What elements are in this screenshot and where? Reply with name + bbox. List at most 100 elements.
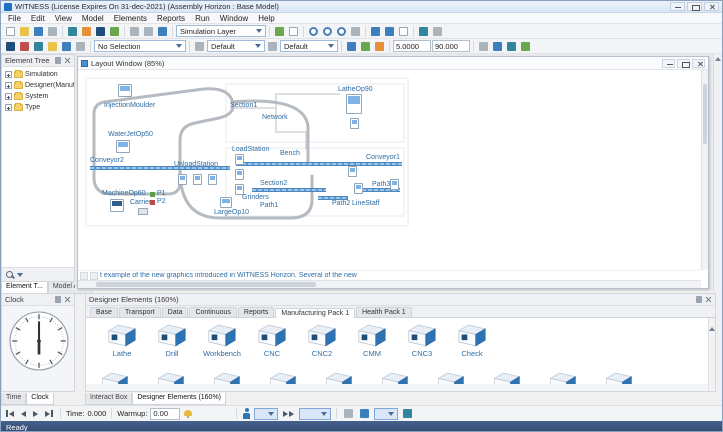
align-icon[interactable]: [345, 40, 358, 53]
tab-base[interactable]: Base: [90, 307, 118, 317]
tab-designer-elements[interactable]: Designer Elements (160%): [132, 393, 226, 405]
load-station-machine[interactable]: [235, 154, 244, 165]
caption-search-icon[interactable]: [80, 272, 88, 280]
designer-item-check[interactable]: Check: [450, 321, 494, 368]
print-icon[interactable]: [46, 25, 59, 38]
warmup-field[interactable]: [150, 408, 180, 420]
run-mode-select[interactable]: [299, 408, 331, 420]
menu-window[interactable]: Window: [215, 14, 253, 23]
machine-label[interactable]: MachineOp60: [102, 190, 146, 198]
machine-label[interactable]: Carrier: [130, 199, 151, 207]
rotate-icon[interactable]: [359, 40, 372, 53]
layout-canvas[interactable]: InjectionMoulder Section1 Network LatheO…: [78, 70, 701, 270]
selection-select[interactable]: No Selection: [94, 40, 186, 52]
search-icon[interactable]: [6, 271, 13, 278]
machine-label[interactable]: Path2: [332, 200, 350, 208]
machine-tool-icon[interactable]: [4, 40, 17, 53]
unload-station-machine[interactable]: [208, 174, 217, 185]
designer-item-icon[interactable]: [156, 369, 186, 384]
designer-item-icon[interactable]: [380, 369, 410, 384]
menu-model[interactable]: Model: [77, 14, 109, 23]
expand-icon[interactable]: [5, 82, 12, 89]
tab-clock[interactable]: Clock: [26, 393, 54, 405]
station-machine[interactable]: [235, 169, 244, 180]
conveyor1[interactable]: [236, 162, 402, 166]
tab-interact-box[interactable]: Interact Box: [85, 393, 132, 405]
tab-continuous[interactable]: Continuous: [189, 307, 236, 317]
zoom-in-icon[interactable]: [307, 25, 320, 38]
tree-item-system[interactable]: System: [2, 91, 74, 102]
designer-item-icon[interactable]: [100, 369, 130, 384]
properties-icon[interactable]: [505, 40, 518, 53]
waterjet-op50-machine[interactable]: [116, 140, 130, 153]
save-model-icon[interactable]: [32, 25, 45, 38]
layout-hscrollbar[interactable]: [78, 280, 701, 288]
menu-view[interactable]: View: [50, 14, 77, 23]
lock-icon[interactable]: [491, 40, 504, 53]
layout-close-button[interactable]: [692, 59, 705, 68]
font-style-select[interactable]: Default: [207, 40, 265, 52]
designer-item-drill[interactable]: Drill: [150, 321, 194, 368]
line-style-icon[interactable]: [266, 40, 279, 53]
conveyor-tool-icon[interactable]: [60, 40, 73, 53]
injection-moulder-machine[interactable]: [118, 84, 132, 97]
statistics-icon[interactable]: [358, 407, 371, 420]
menu-reports[interactable]: Reports: [152, 14, 190, 23]
menu-elements[interactable]: Elements: [109, 14, 152, 23]
layer-select[interactable]: Simulation Layer: [176, 25, 266, 37]
line-style-select[interactable]: Default: [280, 40, 338, 52]
machine-label[interactable]: InjectionMoulder: [104, 102, 155, 110]
close-icon[interactable]: [64, 296, 71, 303]
designer-item-icon[interactable]: [268, 369, 298, 384]
pin-icon[interactable]: [55, 296, 61, 303]
workspace-vscrollbar[interactable]: [713, 54, 722, 291]
caption-filter-icon[interactable]: [90, 272, 98, 280]
tab-time[interactable]: Time: [1, 393, 26, 405]
machine-label[interactable]: LineStaff: [352, 200, 380, 208]
designer-item-icon[interactable]: [492, 369, 522, 384]
zoom-window-icon[interactable]: [335, 25, 348, 38]
designer-item-icon[interactable]: [212, 369, 242, 384]
menu-file[interactable]: File: [3, 14, 26, 23]
part-tool-icon[interactable]: [18, 40, 31, 53]
designer-vscrollbar[interactable]: [708, 318, 715, 391]
labor-tool-icon[interactable]: [46, 40, 59, 53]
restart-button[interactable]: [4, 409, 16, 418]
carrier-vehicle[interactable]: [138, 208, 148, 215]
close-button[interactable]: [704, 2, 719, 11]
pin-icon[interactable]: [696, 296, 702, 303]
section2-conveyor[interactable]: [252, 188, 326, 192]
filter-icon[interactable]: [17, 273, 23, 277]
minimize-button[interactable]: [670, 2, 685, 11]
section1-region[interactable]: [226, 84, 404, 142]
tab-health-pack-1[interactable]: Health Pack 1: [356, 307, 412, 317]
tab-data[interactable]: Data: [162, 307, 189, 317]
walk-speed-icon[interactable]: [242, 408, 251, 419]
refresh-icon[interactable]: [417, 25, 430, 38]
expand-icon[interactable]: [5, 71, 12, 78]
report-icon[interactable]: [401, 407, 414, 420]
menu-run[interactable]: Run: [190, 14, 215, 23]
angle-field[interactable]: [432, 40, 470, 52]
cascade-windows-icon[interactable]: [383, 25, 396, 38]
designer-item-icon[interactable]: [436, 369, 466, 384]
select-mode-icon[interactable]: [273, 25, 286, 38]
options-icon[interactable]: [431, 25, 444, 38]
bold-icon[interactable]: [193, 40, 206, 53]
machine-label[interactable]: Section2: [260, 180, 287, 188]
scroll-up-icon[interactable]: [715, 57, 721, 61]
close-icon[interactable]: [64, 57, 71, 64]
designer-item-icon[interactable]: [548, 369, 578, 384]
machine-label[interactable]: Bench: [280, 150, 300, 158]
fill-color-icon[interactable]: [108, 25, 121, 38]
designer-item-workbench[interactable]: Workbench: [200, 321, 244, 368]
tree-item-simulation[interactable]: Simulation: [2, 69, 74, 80]
alarm-bell-icon[interactable]: [183, 409, 193, 419]
machine-op60-machine[interactable]: [110, 199, 124, 212]
large-op10-machine[interactable]: [220, 197, 232, 208]
flip-icon[interactable]: [373, 40, 386, 53]
run-button[interactable]: [31, 410, 40, 418]
menu-edit[interactable]: Edit: [26, 14, 50, 23]
multi-select-icon[interactable]: [287, 25, 300, 38]
new-window-icon[interactable]: [369, 25, 382, 38]
